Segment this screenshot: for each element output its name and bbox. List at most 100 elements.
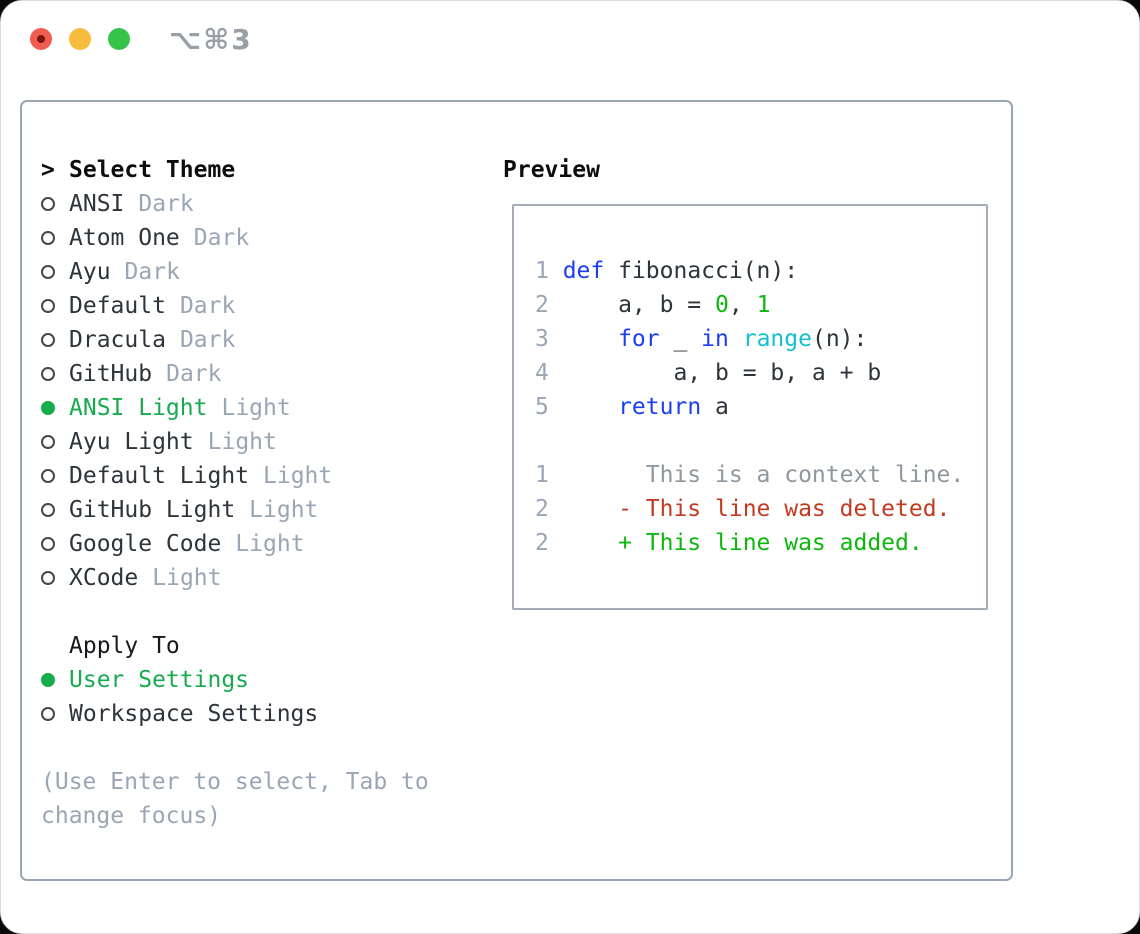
theme-variant-badge: Dark <box>124 259 180 285</box>
theme-item-ayu[interactable]: Ayu Dark <box>41 255 473 289</box>
theme-name: Default Light <box>69 463 250 489</box>
theme-name: Google Code <box>69 531 222 557</box>
theme-variant-badge: Dark <box>193 225 250 251</box>
theme-variant-badge: Dark <box>179 293 236 319</box>
theme-variant-badge: Light <box>235 531 305 557</box>
theme-name: XCode <box>69 565 139 591</box>
theme-variant-badge: Light <box>249 497 319 523</box>
radio-cell <box>41 435 69 449</box>
radio-unselected-icon <box>41 299 55 313</box>
diff-line-deleted: 2 - This line was deleted. <box>535 492 986 526</box>
line-number: 2 <box>535 496 549 522</box>
theme-variant-badge: Light <box>221 395 291 421</box>
radio-unselected-icon <box>41 197 55 211</box>
spacer <box>41 595 473 629</box>
window-shortcut-label: ⌥⌘3 <box>169 22 253 56</box>
line-number: 5 <box>535 394 549 420</box>
radio-cell <box>41 537 69 551</box>
code-token <box>563 326 618 352</box>
theme-name: GitHub Light <box>69 497 236 523</box>
radio-selected-icon <box>41 673 55 687</box>
radio-cell <box>41 333 69 347</box>
diff-text: This is a context line. <box>562 462 965 488</box>
radio-unselected-icon <box>41 231 55 245</box>
maximize-button[interactable] <box>108 28 130 50</box>
theme-name: Ayu <box>69 259 111 285</box>
diff-sample: 1 This is a context line.2 - This line w… <box>535 458 986 560</box>
theme-item-default-light[interactable]: Default Light Light <box>41 459 473 493</box>
line-number: 3 <box>535 326 549 352</box>
apply-to-title: Apply To <box>69 633 180 659</box>
minimize-button[interactable] <box>69 28 91 50</box>
apply-to-title-row: Apply To <box>41 629 473 663</box>
code-token: def <box>562 258 605 284</box>
radio-cell <box>41 401 69 415</box>
theme-variant-badge: Dark <box>179 327 236 353</box>
code-token <box>729 326 743 352</box>
theme-name: GitHub <box>69 361 153 387</box>
diff-line-added: 2 + This line was added. <box>535 526 986 560</box>
radio-cell <box>41 231 69 245</box>
radio-unselected-icon <box>41 707 55 721</box>
radio-cell <box>41 503 69 517</box>
hint-text: (Use Enter to select, Tab to change focu… <box>41 769 429 829</box>
close-button[interactable] <box>30 28 52 50</box>
radio-cell <box>41 571 69 585</box>
code-token: a <box>701 394 729 420</box>
radio-cell <box>41 265 69 279</box>
diff-text: + This line was added. <box>562 530 923 556</box>
code-line: 4 a, b = b, a + b <box>535 356 986 390</box>
theme-item-ayu-light[interactable]: Ayu Light Light <box>41 425 473 459</box>
radio-cell <box>41 469 69 483</box>
radio-cell <box>41 367 69 381</box>
code-token: , <box>728 292 757 318</box>
radio-cell <box>41 673 69 687</box>
code-token: fibonacci(n): <box>604 258 799 284</box>
theme-item-atom-one[interactable]: Atom One Dark <box>41 221 473 255</box>
radio-unselected-icon <box>41 537 55 551</box>
radio-cell <box>41 707 69 721</box>
select-theme-title-row: >Select Theme <box>41 153 473 187</box>
code-token: a, b = b, a + b <box>562 360 882 386</box>
apply-option-user-settings[interactable]: User Settings <box>41 663 473 697</box>
code-token: a, b = <box>562 292 716 318</box>
radio-unselected-icon <box>41 571 55 585</box>
preview-title: Preview <box>503 157 600 183</box>
select-theme-title: Select Theme <box>69 157 236 183</box>
theme-item-google-code[interactable]: Google Code Light <box>41 527 473 561</box>
theme-item-xcode[interactable]: XCode Light <box>41 561 473 595</box>
theme-item-github[interactable]: GitHub Dark <box>41 357 473 391</box>
radio-unselected-icon <box>41 367 55 381</box>
theme-variant-badge: Light <box>152 565 222 591</box>
radio-unselected-icon <box>41 435 55 449</box>
traffic-lights <box>30 28 130 50</box>
spacer <box>535 424 986 458</box>
code-token <box>563 394 618 420</box>
theme-name: Ayu Light <box>69 429 194 455</box>
spacer <box>41 731 473 765</box>
apply-option-label: Workspace Settings <box>69 701 319 727</box>
theme-variant-badge: Light <box>207 429 277 455</box>
theme-variant-badge: Light <box>263 463 333 489</box>
theme-variant-badge: Dark <box>166 361 222 387</box>
radio-unselected-icon <box>41 469 55 483</box>
radio-unselected-icon <box>41 333 55 347</box>
radio-unselected-icon <box>41 265 55 279</box>
code-token: range <box>742 326 812 352</box>
apply-option-workspace-settings[interactable]: Workspace Settings <box>41 697 473 731</box>
theme-item-github-light[interactable]: GitHub Light Light <box>41 493 473 527</box>
radio-unselected-icon <box>41 503 55 517</box>
radio-cell <box>41 197 69 211</box>
theme-name: Atom One <box>69 225 180 251</box>
